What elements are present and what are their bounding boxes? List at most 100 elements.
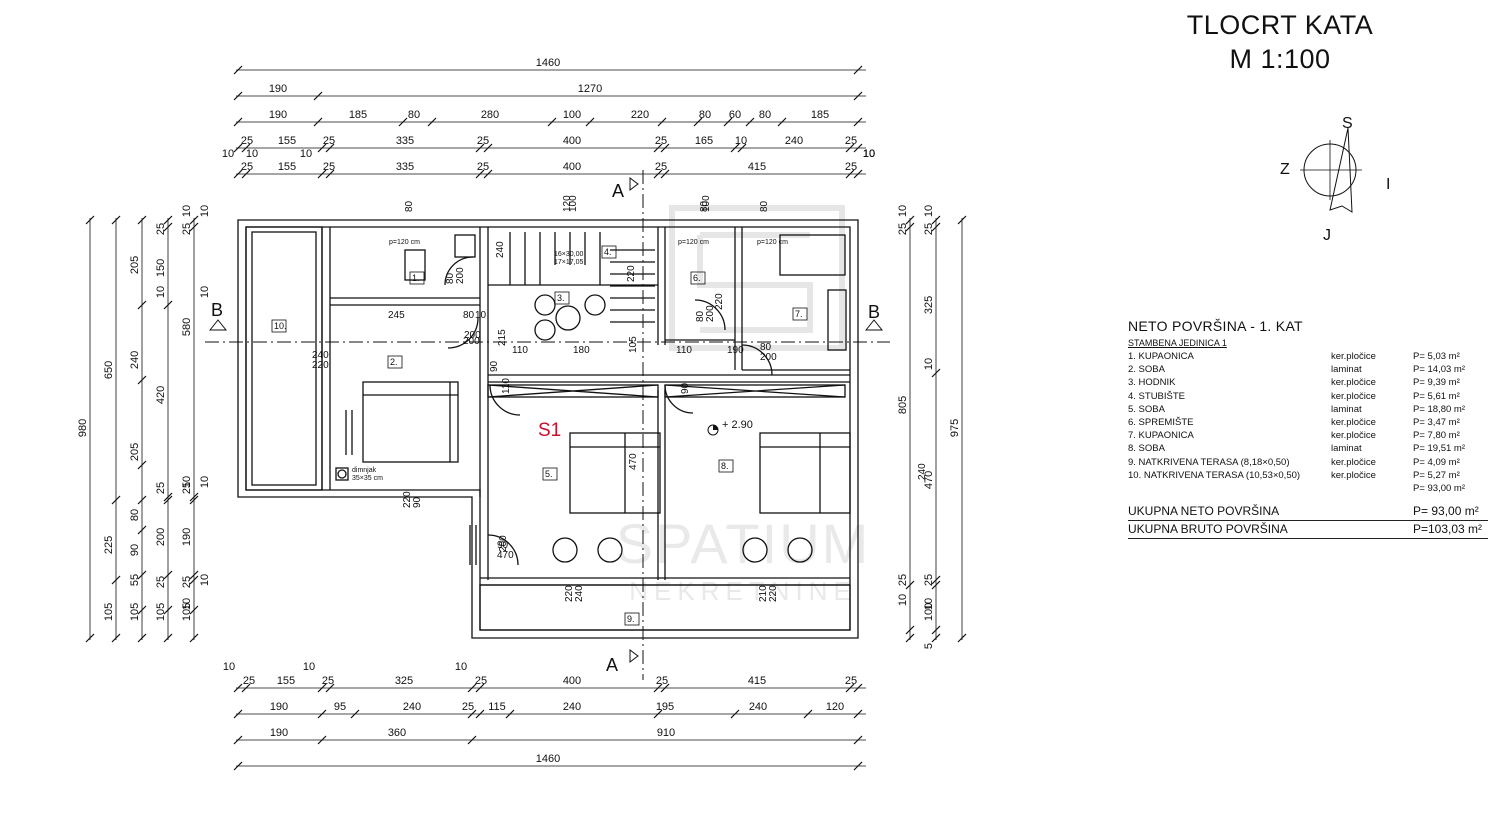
dimension-label: 10 [199, 574, 211, 586]
dimension-tick [163, 492, 173, 502]
watermark-subtext: NEKRETNINE [629, 576, 857, 606]
dimension-label: 10 [923, 358, 935, 370]
inner-dimension-label: 110 [676, 345, 692, 356]
legend-area: P= 5,03 m² [1413, 351, 1460, 362]
dimension-tick [803, 709, 813, 719]
dimension-tick [467, 683, 477, 693]
total-net-row: UKUPNA NETO POVRŠINA P= 93,00 m² [1128, 503, 1488, 522]
section-a-top: A [612, 181, 624, 201]
room-number: 9. [627, 614, 635, 624]
inner-dimension-label: 220 [626, 265, 637, 282]
dimension-tick [737, 143, 747, 153]
inner-dimension-label: 240 [574, 585, 585, 602]
legend-material: ker.pločice [1331, 430, 1376, 442]
dimension-tick [957, 633, 967, 643]
dimension-label: 335 [396, 135, 414, 147]
dimension-label: 25 [322, 675, 334, 687]
legend-heading: NETO POVRŠINA - 1. KAT [1128, 318, 1303, 334]
dimension-tick [905, 215, 915, 225]
legend-name: 9. NATKRIVENA TERASA (8,18×0,50) [1128, 456, 1290, 468]
dimension-label: 155 [278, 161, 296, 173]
elevation-marker: + 2.90 [707, 419, 753, 436]
inner-dimension-label: 200 [498, 535, 509, 552]
unit-label: S1 [538, 420, 561, 441]
dimension-label: 25 [243, 675, 255, 687]
dimension-label: 325 [923, 296, 935, 314]
dimension-label: 280 [481, 109, 499, 121]
compass-z: Z [1280, 161, 1290, 178]
dimension-tick [653, 709, 663, 719]
inner-dimension-label: 240 [917, 463, 928, 480]
dimension-tick [241, 683, 251, 693]
dimension-label: 25 [897, 223, 909, 235]
room-number: 3. [557, 293, 565, 303]
dimension-label: 10 [863, 148, 875, 160]
dimension-tick [233, 169, 243, 179]
dimension-label: 150 [155, 259, 167, 277]
legend-name: 3. HODNIK [1128, 377, 1176, 389]
dimension-tick [931, 633, 941, 643]
dimension-label: 25 [656, 675, 668, 687]
dimension-label: 1460 [536, 57, 560, 69]
dimension-label: 10 [246, 148, 258, 160]
legend-area: P= 5,61 m² [1413, 390, 1460, 402]
dimension-tick [137, 495, 147, 505]
dimension-tick [660, 683, 670, 693]
legend-material: ker.pločice [1331, 390, 1376, 402]
legend-area: P= 14,03 m² [1413, 364, 1466, 376]
total-gross-value: P=103,03 m² [1413, 522, 1483, 537]
dimension-tick [137, 460, 147, 470]
dimension-tick [853, 735, 863, 745]
dimension-tick [657, 117, 667, 127]
dimension-label: 10 [155, 286, 167, 298]
room-number-box [271, 319, 287, 333]
dimension-tick [111, 495, 121, 505]
dimension-label: 100 [563, 109, 581, 121]
dimension-tick [137, 605, 147, 615]
dimension-label: 415 [748, 161, 766, 173]
dimension-label: 10 [181, 476, 193, 488]
total-net-value: P= 93,00 m² [1413, 504, 1479, 519]
dimension-label: 10 [222, 148, 234, 160]
legend-area: P= 93,00 m² [1413, 482, 1466, 494]
dimension-label: 10 [863, 148, 875, 160]
inner-dimension-label: 470 [497, 550, 514, 561]
legend-name: 4. STUBIŠTE [1128, 390, 1186, 402]
dimension-label: 190 [181, 528, 193, 546]
dimension-tick [723, 117, 733, 127]
inner-dimension-label: 240 [495, 241, 506, 258]
dimension-label: 420 [155, 386, 167, 404]
inner-dimension-label: 200 [760, 352, 777, 363]
dimension-label: 205 [129, 256, 141, 274]
inner-dimension-label: 220 [312, 360, 329, 371]
dimension-tick [853, 143, 863, 153]
dimension-label: 10 [181, 205, 193, 217]
inner-dimension-label: 80 [759, 200, 770, 212]
plan-notes: p=120 cm p=120 cm p=120 cm 16×30,00 17×1… [352, 239, 788, 482]
dimension-tick [350, 709, 360, 719]
legend-area: P= 19,51 m² [1413, 443, 1466, 455]
dimension-label: 980 [77, 419, 89, 437]
dimension-label: 25 [462, 701, 474, 713]
dimension-tick [137, 215, 147, 225]
dimension-label: 10 [735, 135, 747, 147]
legend-name: 2. SOBA [1128, 364, 1165, 376]
dimension-label: 325 [395, 675, 413, 687]
dimension-tick [931, 625, 941, 635]
room-number-box [542, 467, 558, 481]
dimension-label: 650 [103, 361, 115, 379]
dimension-tick [730, 143, 740, 153]
title-line-1: TLOCRT KATA [1186, 10, 1374, 40]
inner-dimension-label: 215 [497, 329, 508, 346]
dimension-label: 25 [845, 161, 857, 173]
note-p-bath7: p=120 cm [757, 239, 788, 246]
room-labels: 1.2.3.4.5.6.7.8.9.10. [271, 245, 808, 626]
dimension-tick [189, 215, 199, 225]
dimension-label: 580 [181, 318, 193, 336]
dimension-tick [853, 65, 863, 75]
legend-name: 10. NATKRIVENA TERASA (10,53×0,50) [1128, 469, 1301, 481]
total-net-label: UKUPNA NETO POVRŠINA [1128, 504, 1280, 519]
dimension-lines [89, 69, 963, 767]
dimension-tick [427, 117, 437, 127]
dimension-label: 335 [396, 161, 414, 173]
